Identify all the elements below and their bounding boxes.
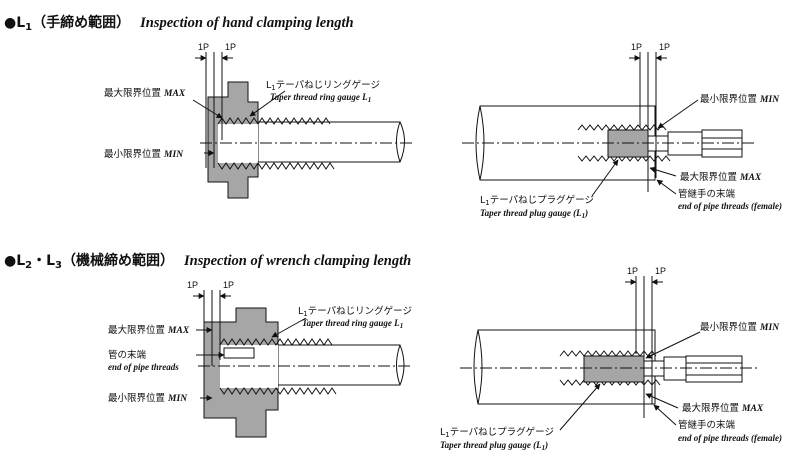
leader-max	[192, 99, 223, 119]
plug-gauge-label-en: Taper thread plug gauge (L1)	[480, 208, 588, 220]
pipe-end-label-jp: 管の末端	[108, 349, 147, 361]
diagram-plug-gauge-hand	[462, 52, 757, 197]
max-label: 最大限界位置 MAX	[682, 402, 764, 414]
fitting-body	[473, 329, 656, 405]
bullet: ●	[4, 15, 17, 31]
leader-ring	[271, 317, 307, 338]
plug-gauge	[583, 355, 645, 383]
ring-gauge-label-jp: L1テーパねじリングゲージ	[298, 305, 412, 318]
heading-subscript-2: 3	[55, 260, 62, 271]
diagram-plug-gauge-wrench	[460, 276, 757, 431]
min-label: 最小限界位置 MIN	[700, 321, 780, 333]
internal-thread-bottom	[577, 155, 671, 162]
plug-gauge-label-en: Taper thread plug gauge (L1)	[440, 440, 548, 452]
pitch-label: 1P	[225, 42, 236, 52]
min-label: 最小限界位置 MIN	[108, 392, 188, 404]
bullet: ●	[4, 253, 17, 269]
leader-fitting-end	[656, 179, 677, 195]
fitting-end-label-en: end of pipe threads (female)	[678, 433, 782, 443]
max-label: 最大限界位置 MAX	[680, 171, 762, 183]
fitting-break	[477, 329, 483, 405]
heading-en: Inspection of wrench clamping length	[184, 253, 412, 269]
leader-plug	[559, 383, 601, 431]
thread-teeth-top	[219, 338, 333, 346]
leader-min	[657, 99, 699, 129]
fitting-end-label-jp: 管継手の末端	[678, 419, 736, 431]
leader-max	[649, 166, 677, 177]
fitting-end-label-jp: 管継手の末端	[678, 188, 736, 200]
max-label: 最大限界位置 MAX	[104, 87, 186, 99]
heading-en: Inspection of hand clamping length	[140, 15, 354, 31]
heading-symbol-2: ・L	[32, 253, 56, 269]
pitch-label: 1P	[631, 42, 642, 52]
pipe-end	[223, 347, 255, 359]
heading-subscript: 2	[25, 260, 33, 271]
min-label: 最小限界位置 MIN	[104, 148, 184, 160]
min-label: 最小限界位置 MIN	[700, 93, 780, 105]
leader-plug	[591, 159, 619, 197]
pitch-label: 1P	[659, 42, 670, 52]
plug-gauge-label-jp: L1テーパねじプラグゲージ	[440, 426, 554, 439]
thread-teeth-bottom	[219, 387, 337, 395]
ring-gauge-label-jp: L1テーパねじリングゲージ	[266, 79, 380, 92]
heading-symbol: L	[16, 15, 26, 31]
diagram-ring-gauge-hand	[192, 52, 412, 199]
pipe-end-label-en: end of pipe threads	[108, 362, 179, 372]
leader-max	[645, 393, 679, 409]
section-heading-wrench-clamping: ●L2・L3（機械締め範囲） Inspection of wrench clamp…	[4, 250, 411, 271]
plug-gauge-grip	[685, 355, 743, 383]
pipe	[230, 121, 405, 163]
leader-fitting-end	[653, 404, 677, 426]
ring-gauge-label-en: Taper thread ring gauge L1	[270, 92, 371, 104]
pitch-label: 1P	[198, 42, 209, 52]
plug-gauge-label-jp: L1テーパねじプラグゲージ	[480, 194, 594, 207]
pitch-label: 1P	[627, 266, 638, 276]
section-heading-hand-clamping: ●L1（手締め範囲） Inspection of hand clamping le…	[4, 12, 354, 33]
max-label: 最大限界位置 MAX	[108, 324, 190, 336]
threaded-bore	[218, 124, 258, 163]
pitch-label: 1P	[187, 280, 198, 290]
diagram-ring-gauge-wrench	[193, 290, 412, 438]
fitting-end-label-en: end of pipe threads (female)	[678, 201, 782, 211]
leader-min	[645, 331, 701, 359]
heading-jp: （手締め範囲）	[32, 15, 131, 31]
heading-symbol: L	[16, 253, 26, 269]
thread-teeth-top	[217, 117, 331, 125]
leader-ring	[249, 90, 286, 117]
pitch-label: 1P	[223, 280, 234, 290]
heading-subscript: 1	[25, 22, 33, 33]
thread-teeth-bottom	[217, 162, 335, 170]
pitch-label: 1P	[655, 266, 666, 276]
heading-jp: （機械締め範囲）	[62, 253, 174, 269]
internal-thread-top	[577, 124, 667, 131]
ring-gauge-label-en: Taper thread ring gauge L1	[302, 318, 403, 330]
